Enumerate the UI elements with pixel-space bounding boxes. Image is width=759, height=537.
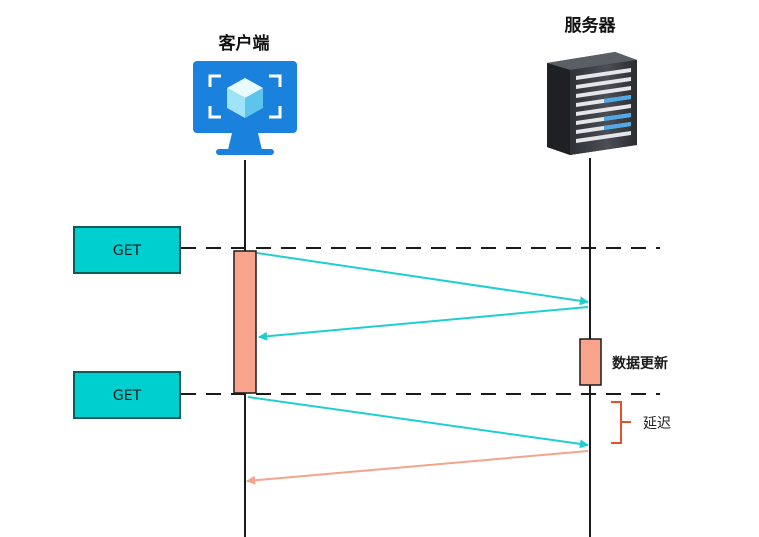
server-label: 服务器 <box>565 15 617 36</box>
monitor-cube-icon <box>193 61 297 155</box>
message-request-2 <box>247 396 589 449</box>
request-2-label: GET <box>113 388 142 404</box>
delay-bracket <box>611 401 631 444</box>
request-1-box: GET <box>73 226 181 274</box>
delay-label: 延迟 <box>643 416 671 432</box>
server-update-bar <box>579 338 602 386</box>
request-1-label: GET <box>113 243 142 259</box>
server-tower-icon <box>547 52 637 155</box>
message-stale-response <box>246 450 589 485</box>
message-response-1 <box>258 306 589 341</box>
request-2-box: GET <box>73 371 181 419</box>
message-request-1 <box>256 252 589 306</box>
client-label: 客户端 <box>218 33 270 54</box>
client-activation-bar <box>233 250 257 394</box>
data-update-label: 数据更新 <box>612 355 668 372</box>
